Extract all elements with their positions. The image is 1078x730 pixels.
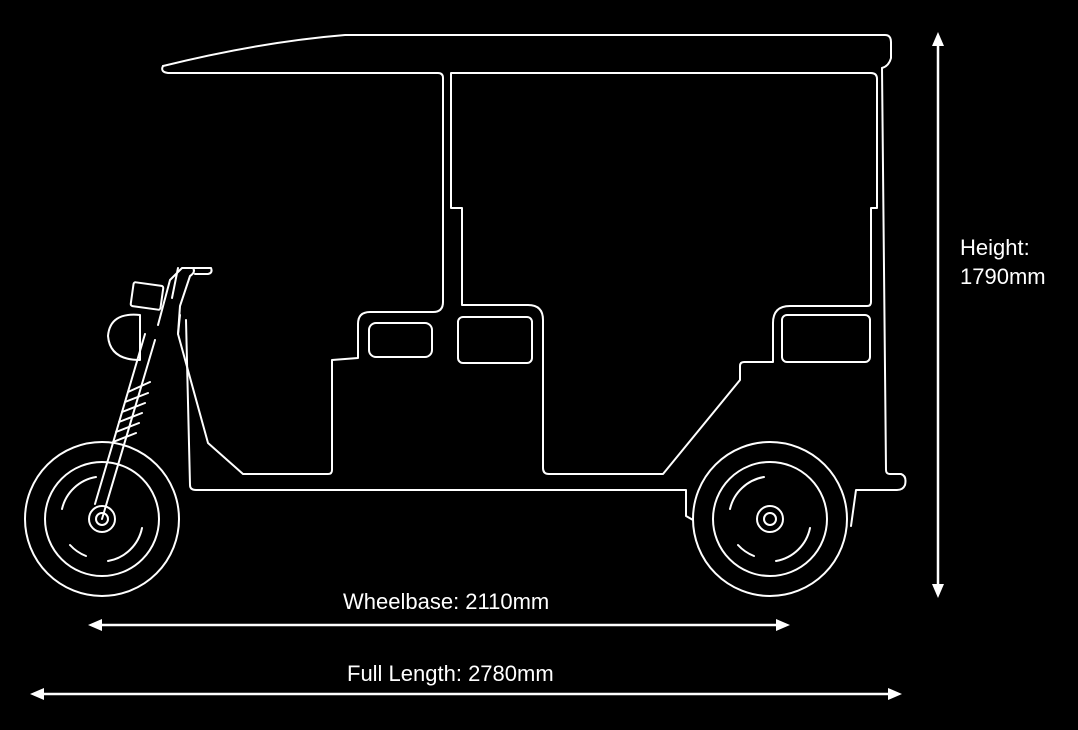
rear-wheel [692,441,848,597]
handlebar [157,267,213,335]
full-length-label: Full Length: 2780mm [347,661,554,686]
roof-top [162,34,892,69]
height-label-value: 1790mm [960,264,1046,289]
front-fork [94,333,156,520]
height-label: Height: 1790mm [960,233,1046,291]
chassis [185,319,694,521]
rear-window [781,314,871,363]
height-label-title: Height: [960,235,1030,260]
wheelbase-label: Wheelbase: 2110mm [343,589,550,614]
vehicle-outline [94,34,907,527]
roof-canopy [161,65,444,475]
rear-pillar [850,67,907,527]
full-length-dimension-arrow [30,688,902,700]
front-wheel [24,441,180,597]
front-side-window [368,322,433,358]
suspension-spring [112,381,151,443]
passenger-frame [450,72,878,475]
height-dimension-arrow [932,32,944,598]
middle-window [457,316,533,364]
headlight [107,313,141,361]
wheelbase-dimension-arrow [88,619,790,631]
mirror [129,281,165,311]
